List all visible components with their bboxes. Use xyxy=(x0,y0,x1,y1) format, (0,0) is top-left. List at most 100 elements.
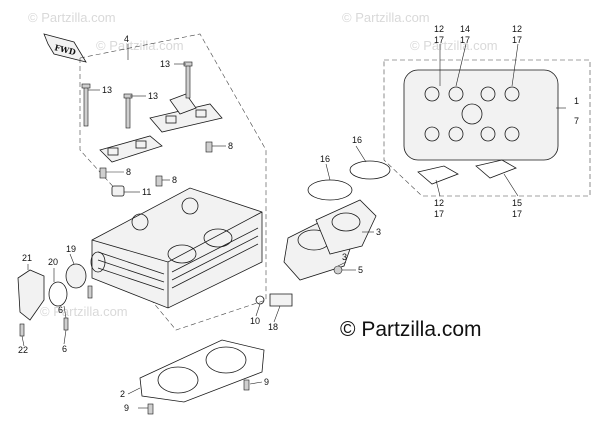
dowel-pin-gasket-1 xyxy=(147,403,154,415)
bolt-middle xyxy=(125,95,131,129)
watermark-top-center: © Partzilla.com xyxy=(96,38,184,53)
callout-9-right: 9 xyxy=(264,377,269,387)
cam-cap-bracket xyxy=(169,93,197,115)
cylinder-head-fins xyxy=(97,227,259,291)
temperature-sensor-parts xyxy=(255,293,293,307)
head-gasket xyxy=(139,339,265,415)
camshaft-caps xyxy=(99,93,223,163)
callout-6-upper: 6 xyxy=(58,305,63,315)
clamp-2 xyxy=(349,160,391,180)
head-gasket-outline xyxy=(139,339,265,403)
callout-4: 4 xyxy=(124,34,129,44)
watermark-group: © Partzilla.com © Partzilla.com © Partzi… xyxy=(28,10,498,319)
coolant-outlet-parts xyxy=(17,263,93,337)
callout-12-bottom: 12 xyxy=(434,198,444,208)
callout-1: 1 xyxy=(574,96,579,106)
assembly-boundary-right xyxy=(79,33,267,331)
cam-cap-left-hole-2 xyxy=(135,140,147,149)
callout-16-upper: 16 xyxy=(352,135,362,145)
cam-cap-left xyxy=(99,135,163,163)
top-view-inset xyxy=(383,59,591,197)
cam-journal-1 xyxy=(131,213,149,231)
callout-5: 5 xyxy=(358,265,363,275)
callout-17-bottom-left: 17 xyxy=(434,209,444,219)
callout-8-left: 8 xyxy=(126,167,131,177)
dowel-pin-gasket-2 xyxy=(243,379,250,391)
temperature-sensor xyxy=(269,293,293,307)
leader-lines xyxy=(21,43,566,409)
callout-17-bottom-right: 17 xyxy=(512,209,522,219)
callout-15: 15 xyxy=(512,198,522,208)
callout-22: 22 xyxy=(18,345,28,355)
cam-journal-2 xyxy=(181,197,199,215)
cam-cap-right-hole-2 xyxy=(195,109,207,118)
bolt-left-head xyxy=(81,83,91,89)
oil-seal xyxy=(111,185,125,197)
callout-7: 7 xyxy=(574,116,579,126)
dowel-pin-a xyxy=(205,141,213,153)
callout-20: 20 xyxy=(48,257,58,267)
partzilla-brand: © Partzilla.com xyxy=(340,318,482,341)
intake-joint-2 xyxy=(315,199,377,255)
callout-21: 21 xyxy=(22,253,32,263)
callout-16-lower: 16 xyxy=(320,154,330,164)
callout-3-right: 3 xyxy=(376,227,381,237)
callout-13-middle: 13 xyxy=(148,91,158,101)
clamp-1 xyxy=(307,179,353,201)
gasket-bore-1 xyxy=(157,366,199,394)
intake-joint-2-bore xyxy=(331,212,361,232)
top-view-valves xyxy=(424,86,520,142)
top-view-boundary xyxy=(383,59,591,197)
callout-6-lower: 6 xyxy=(62,344,67,354)
callout-2: 2 xyxy=(120,389,125,399)
callout-3-lower: 3 xyxy=(342,252,347,262)
cam-cap-bolts xyxy=(81,61,193,129)
callout-12-top-left: 12 xyxy=(434,24,444,34)
bolt-left xyxy=(83,85,89,127)
intake-port-1 xyxy=(167,244,197,264)
callout-17-top-right: 17 xyxy=(512,35,522,45)
watermark-bottom-left: © Partzilla.com xyxy=(40,304,128,319)
gasket-bore-2 xyxy=(205,346,247,374)
thermostat-port xyxy=(90,251,106,273)
cam-cap-right-hole-1 xyxy=(165,115,177,124)
top-view-head xyxy=(403,69,559,161)
callout-17-top-left: 17 xyxy=(434,35,444,45)
callout-14: 14 xyxy=(460,24,470,34)
intake-port-2 xyxy=(203,228,233,248)
bolt-right xyxy=(185,63,191,99)
callout-17-top-middle: 17 xyxy=(460,35,470,45)
cam-cap-left-hole-1 xyxy=(107,147,119,156)
thermostat-cover xyxy=(17,269,45,321)
callout-8-right: 8 xyxy=(228,141,233,151)
thermostat xyxy=(65,263,87,289)
callout-10: 10 xyxy=(250,316,260,326)
watermark-top-right: © Partzilla.com xyxy=(342,10,430,25)
intake-screw xyxy=(333,265,343,275)
callout-8-center: 8 xyxy=(172,175,177,185)
callout-18: 18 xyxy=(268,322,278,332)
sensor-washer xyxy=(255,295,265,305)
dowel-pin-c xyxy=(155,175,163,187)
intake-joints xyxy=(283,160,391,281)
top-view-gasket-2 xyxy=(475,159,517,179)
stud-bolt-upper xyxy=(87,285,93,299)
top-view-gasket-1 xyxy=(417,165,459,185)
callout-12-top-right: 12 xyxy=(512,24,522,34)
callout-19: 19 xyxy=(66,244,76,254)
watermark-top-left: © Partzilla.com xyxy=(28,10,116,25)
fwd-arrow-shape xyxy=(43,33,87,63)
dowel-pin-b xyxy=(99,167,107,179)
callout-13-upper: 13 xyxy=(160,59,170,69)
callout-labels: 4 13 13 13 8 8 8 11 21 20 19 6 6 22 16 1… xyxy=(18,24,579,413)
callout-9-left: 9 xyxy=(124,403,129,413)
cylinder-head xyxy=(90,187,263,309)
cover-bolt xyxy=(19,323,25,337)
callout-11: 11 xyxy=(142,187,151,197)
forward-direction-arrow: FWD xyxy=(43,33,87,63)
cylinder-head-body xyxy=(91,187,263,309)
callout-13-left: 13 xyxy=(102,85,112,95)
dowel-pins xyxy=(99,141,213,187)
